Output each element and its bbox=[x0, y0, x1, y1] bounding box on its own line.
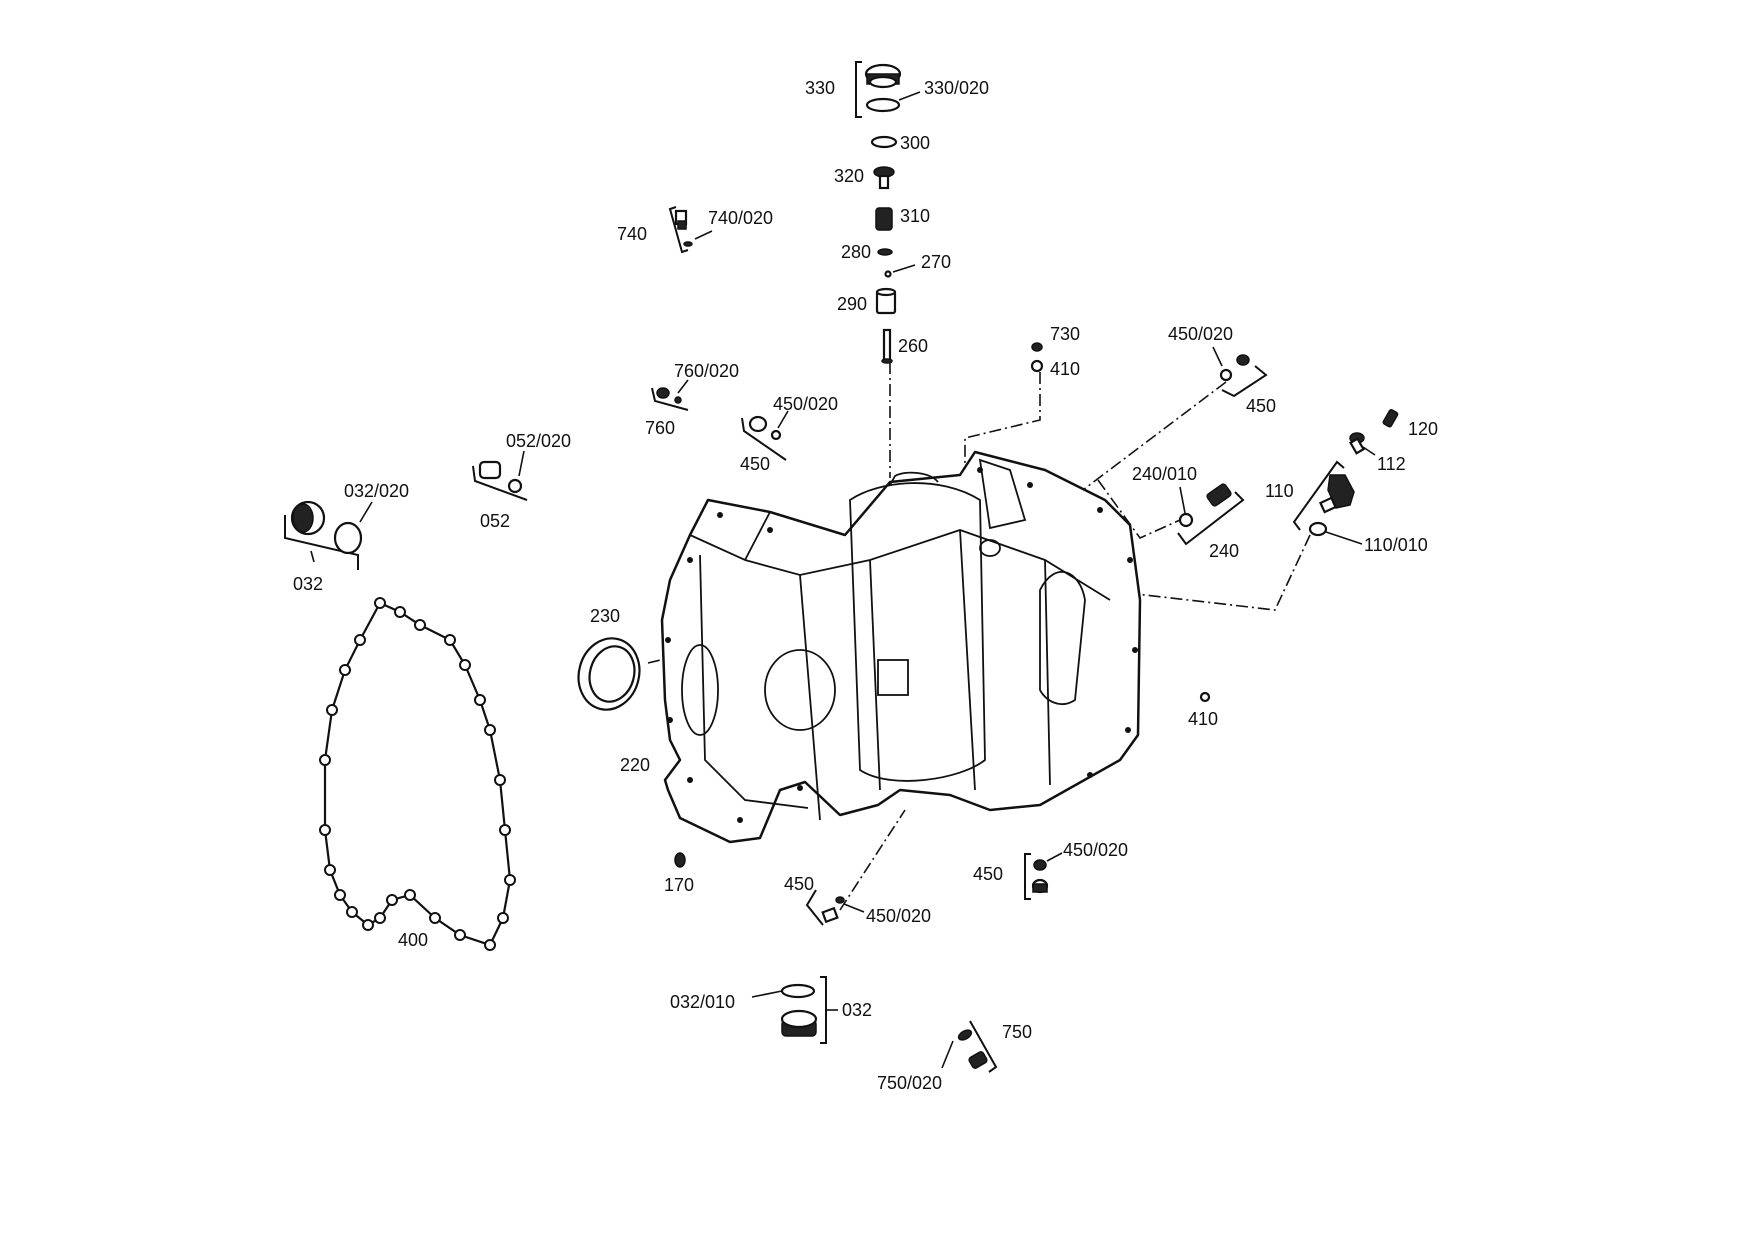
part-label-032-010: 032/010 bbox=[670, 992, 735, 1012]
part-label-330: 330 bbox=[805, 78, 835, 98]
part-320-screw: 320 bbox=[834, 166, 895, 190]
part-290-sleeve: 290 bbox=[837, 287, 897, 315]
part-110-sensor: 110 110/010 bbox=[1265, 460, 1428, 555]
part-label-260: 260 bbox=[898, 336, 928, 356]
part-label-110-010: 110/010 bbox=[1364, 535, 1428, 555]
part-label-740: 740 bbox=[617, 224, 647, 244]
part-label-450-bottom-right: 450 bbox=[973, 864, 1003, 884]
part-label-410-right: 410 bbox=[1188, 709, 1218, 729]
part-label-280: 280 bbox=[841, 242, 871, 262]
part-label-112: 112 bbox=[1377, 454, 1406, 474]
part-450-group-bottom-center: 450 450/020 bbox=[784, 874, 931, 926]
part-label-240-010: 240/010 bbox=[1132, 464, 1197, 484]
part-label-290: 290 bbox=[837, 294, 867, 314]
part-label-032-020: 032/020 bbox=[344, 481, 409, 501]
part-label-032-left: 032 bbox=[293, 574, 323, 594]
part-label-230: 230 bbox=[590, 606, 620, 626]
part-450-group-bottom-right: 450 450/020 bbox=[973, 840, 1128, 900]
part-450-group-top-left: 450/020 450 bbox=[740, 394, 838, 474]
gearbox-housing bbox=[660, 450, 1142, 844]
gasket-400: 400 bbox=[319, 597, 516, 951]
part-label-450-top-left: 450 bbox=[740, 454, 770, 474]
part-label-760-020: 760/020 bbox=[674, 361, 739, 381]
part-730-and-410: 730 410 bbox=[1030, 324, 1080, 379]
part-label-450-bottom-center: 450 bbox=[784, 874, 814, 894]
part-230-ring: 230 bbox=[577, 606, 641, 711]
part-label-450-020-top-right: 450/020 bbox=[1168, 324, 1233, 344]
part-label-750-020: 750/020 bbox=[877, 1073, 942, 1093]
part-120-plug: 120 bbox=[1382, 409, 1438, 439]
part-label-330-020: 330/020 bbox=[924, 78, 989, 98]
part-760-group: 760/020 760 bbox=[645, 361, 739, 438]
part-240-group: 240/010 240 bbox=[1132, 464, 1245, 561]
part-label-120: 120 bbox=[1408, 419, 1438, 439]
part-740-group: 740 740/020 bbox=[617, 206, 773, 254]
part-label-052: 052 bbox=[480, 511, 510, 531]
part-300-ring: 300 bbox=[870, 133, 930, 153]
part-260-pin: 260 bbox=[881, 328, 928, 364]
part-330-plug: 330 330/020 bbox=[805, 61, 989, 118]
part-label-170: 170 bbox=[664, 875, 694, 895]
part-label-220: 220 bbox=[620, 755, 650, 775]
part-label-410-top: 410 bbox=[1050, 359, 1080, 379]
part-label-760: 760 bbox=[645, 418, 675, 438]
part-label-450-top-right: 450 bbox=[1246, 396, 1276, 416]
part-label-300: 300 bbox=[900, 133, 930, 153]
part-label-450-020-bottom-right: 450/020 bbox=[1063, 840, 1128, 860]
part-label-240: 240 bbox=[1209, 541, 1239, 561]
part-label-032-bottom: 032 bbox=[842, 1000, 872, 1020]
part-label-450-020-bottom-center: 450/020 bbox=[866, 906, 931, 926]
part-410-ring-right: 410 bbox=[1188, 691, 1218, 729]
part-112-screw: 112 bbox=[1349, 432, 1406, 474]
part-label-730: 730 bbox=[1050, 324, 1080, 344]
part-label-310: 310 bbox=[900, 206, 930, 226]
part-label-110: 110 bbox=[1265, 481, 1294, 501]
part-label-400: 400 bbox=[398, 930, 428, 950]
part-450-group-top-right: 450/020 450 bbox=[1168, 324, 1276, 416]
part-270-ball: 270 bbox=[884, 252, 951, 278]
part-032-group-bottom: 032/010 032 bbox=[670, 976, 872, 1044]
part-label-750: 750 bbox=[1002, 1022, 1032, 1042]
part-750-group: 750 750/020 bbox=[877, 1020, 1032, 1093]
part-052-group: 052/020 052 bbox=[472, 431, 571, 531]
part-label-740-020: 740/020 bbox=[708, 208, 773, 228]
part-032-group-left: 032/020 032 bbox=[284, 481, 409, 594]
part-label-320: 320 bbox=[834, 166, 864, 186]
part-label-052-020: 052/020 bbox=[506, 431, 571, 451]
part-label-270: 270 bbox=[921, 252, 951, 272]
part-280-washer: 280 bbox=[841, 242, 893, 262]
part-310-spring: 310 bbox=[875, 206, 930, 231]
part-170-plug: 170 bbox=[664, 852, 694, 895]
part-label-450-020-top-left: 450/020 bbox=[773, 394, 838, 414]
